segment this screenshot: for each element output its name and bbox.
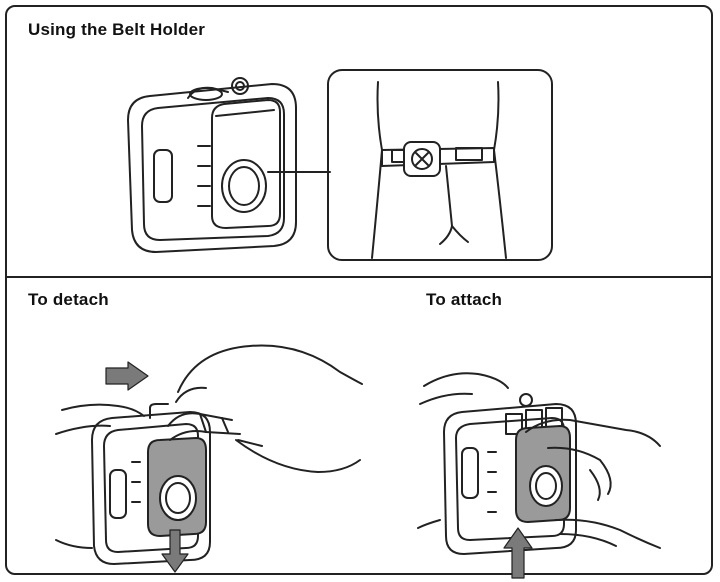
attach-illustration [417, 372, 661, 555]
belt-figure-illustration [371, 81, 507, 259]
detach-illustration [55, 344, 363, 565]
push-up-arrow-icon [503, 527, 533, 579]
panel-divider [5, 276, 713, 278]
pull-down-arrow-icon [161, 529, 189, 573]
push-right-arrow-icon [105, 361, 149, 391]
inset-box [327, 69, 553, 261]
section-title-belt-holder: Using the Belt Holder [28, 20, 206, 39]
section-title-detach: To detach [28, 290, 109, 309]
section-title-attach: To attach [426, 290, 503, 309]
device-illustration [127, 77, 331, 253]
